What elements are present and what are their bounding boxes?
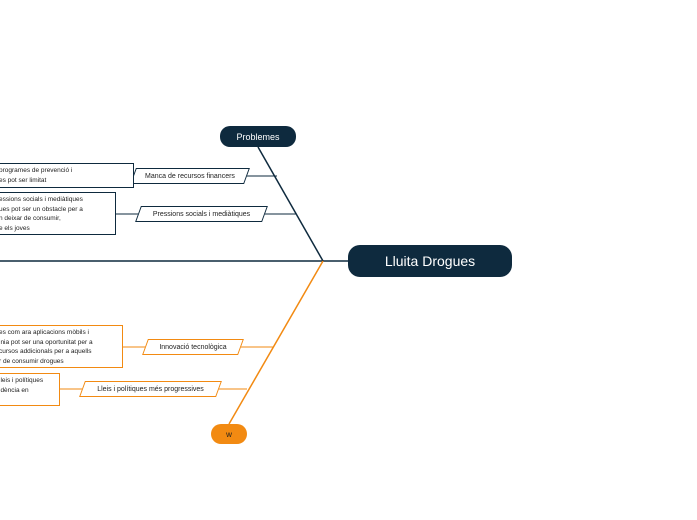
- note-line: r de consumir drogues: [0, 357, 64, 365]
- note-manca-recursos[interactable]: programes de prevenció i es pot ser limi…: [0, 163, 134, 188]
- note-line: n deixar de consumir,: [0, 215, 61, 222]
- note-line: es pot ser limitat: [0, 176, 47, 184]
- note-line: inia pot ser una oportunitat per a: [0, 338, 93, 346]
- category-problemes[interactable]: Problemes: [220, 126, 296, 147]
- note-line: e els joves: [0, 224, 30, 232]
- cause-innovacio-tecnologica-label: Innovació tecnològica: [159, 343, 227, 351]
- cause-pressions-socials[interactable]: Pressions socials i mediàtiques: [135, 206, 268, 222]
- central-topic-label: Lluita Drogues: [384, 253, 476, 269]
- central-topic[interactable]: Lluita Drogues: [348, 245, 512, 277]
- note-line: programes de prevenció i: [0, 167, 73, 174]
- category-w-label: w: [226, 429, 232, 439]
- cause-lleis-politiques-label: Lleis i polítiques més progressives: [97, 385, 204, 393]
- w-bone: [228, 260, 324, 425]
- cause-manca-recursos-label: Manca de recursos financers: [145, 172, 235, 180]
- note-line: es com ara aplicacions mòbils i: [0, 329, 89, 336]
- note-line: cursos addicionals per a aquells: [0, 348, 92, 355]
- note-innovacio-tecnologica[interactable]: es com ara aplicacions mòbils i inia pot…: [0, 325, 123, 368]
- cause-pressions-socials-label: Pressions socials i mediàtiques: [152, 210, 251, 218]
- cause-innovacio-tecnologica[interactable]: Innovació tecnològica: [142, 339, 244, 355]
- note-pressions-socials[interactable]: essions socials i mediàtiques ues pot se…: [0, 192, 116, 235]
- note-line: essions socials i mediàtiques: [0, 196, 83, 203]
- category-w[interactable]: w: [211, 424, 247, 444]
- note-line: idència en: [0, 386, 29, 394]
- note-line: lleis i polítiques: [0, 377, 44, 384]
- cause-manca-recursos[interactable]: Manca de recursos financers: [130, 168, 250, 184]
- note-line: ues pot ser un obstacle per a: [0, 205, 83, 213]
- category-problemes-label: Problemes: [236, 131, 280, 142]
- note-lleis-politiques[interactable]: lleis i polítiques idència en: [0, 373, 60, 406]
- problemes-bone: [257, 146, 324, 262]
- cause-lleis-politiques[interactable]: Lleis i polítiques més progressives: [79, 381, 222, 397]
